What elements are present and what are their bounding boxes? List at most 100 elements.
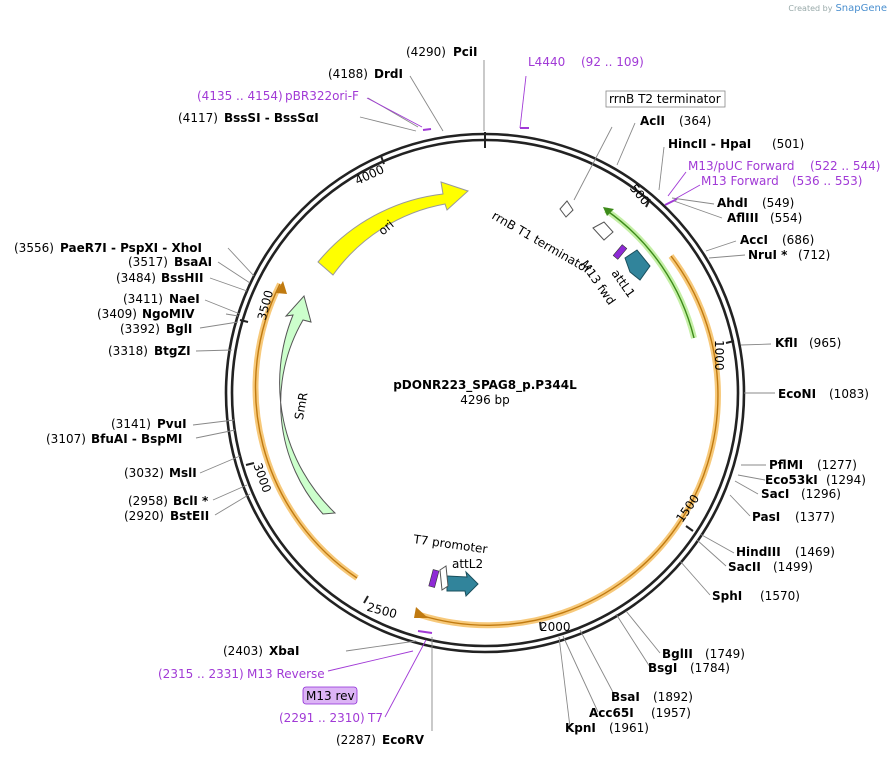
enzyme-drdi-pos: (4188): [328, 67, 368, 81]
m13-rev-feature: [428, 569, 440, 588]
enzyme-sphi-name: SphI: [712, 589, 742, 603]
enzyme-bsaai-name: BsaAI: [174, 255, 212, 269]
enzyme-sacii-name: SacII: [728, 560, 761, 574]
enzyme-bsteii-pos: (2920): [124, 509, 164, 523]
plasmid-length: 4296 bp: [460, 393, 510, 407]
smr-label: SmR: [292, 391, 311, 421]
enzyme-xbai-name: XbaI: [269, 644, 299, 658]
enzyme-labels-left: (4290)PciI (4188)DrdI (4117)BssSI - BssS…: [14, 45, 478, 747]
rrnb-t2-glyph: [559, 200, 574, 218]
enzyme-bgli-pos: (3392): [120, 322, 160, 336]
enzyme-saci-pos: (1296): [801, 487, 841, 501]
enzyme-kfli-name: KflI: [775, 336, 798, 350]
smr-feature: [279, 294, 337, 515]
enzyme-aflIII-name: AflIII: [727, 211, 759, 225]
primer-m13rev-range: (2315 .. 2331): [158, 667, 244, 681]
attl2-label: attL2: [452, 557, 483, 571]
enzyme-pflmi-pos: (1277): [817, 458, 857, 472]
enzyme-bsaai-pos: (3517): [128, 255, 168, 269]
attl1-feature: [624, 249, 651, 281]
enzyme-sacii-pos: (1499): [773, 560, 813, 574]
primer-leaders: [327, 75, 701, 718]
primer-pbr322ori-range: (4135 .. 4154): [197, 89, 283, 103]
m13-rev-box: [302, 686, 358, 705]
enzyme-msli-pos: (3032): [124, 466, 164, 480]
enzyme-aflIII-pos: (554): [770, 211, 802, 225]
enzyme-acc65i-pos: (1957): [651, 706, 691, 720]
enzyme-bsai-name: BsaI: [611, 690, 640, 704]
enzyme-bcli-name: BclI *: [173, 494, 209, 508]
enzyme-bgli-name: BglI: [166, 322, 192, 336]
enzyme-ngomiv-pos: (3409): [97, 307, 137, 321]
tick-label-1500: 1500: [673, 492, 702, 525]
primer-m13rev-name: M13 Reverse: [247, 667, 325, 681]
primer-t7-name: T7: [367, 711, 383, 725]
credit-prefix: Created by: [788, 4, 833, 13]
m13-marker-right: [664, 198, 678, 206]
enzyme-sphi-pos: (1570): [760, 589, 800, 603]
tick-label-2000: 2000: [540, 620, 571, 634]
enzyme-xbai-pos: (2403): [223, 644, 263, 658]
rrnb-t2-box: [605, 90, 726, 108]
rrnb-t1-glyph: [592, 221, 614, 241]
enzyme-acci-pos: (686): [782, 233, 814, 247]
snapgene-brand: SnapGene: [835, 3, 887, 14]
t7-promoter-label: T7 promoter: [412, 532, 489, 556]
enzyme-bsteii-name: BstEII: [170, 509, 209, 523]
enzyme-pasi-pos: (1377): [795, 510, 835, 524]
enzyme-pcii-pos: (4290): [406, 45, 446, 59]
pbr322ori-marker: [422, 128, 432, 131]
enzyme-acci-name: AccI: [740, 233, 768, 247]
enzyme-acc65i-name: Acc65I: [589, 706, 634, 720]
m13-fwd-feature: [612, 244, 628, 260]
t7-promoter-glyph: [439, 565, 449, 591]
ori-feature: [317, 181, 469, 276]
rrnb-t2-label: rrnB T2 terminator: [609, 92, 721, 106]
enzyme-drdi-name: DrdI: [374, 67, 403, 81]
insert-arc-left: [252, 282, 359, 581]
enzyme-naei-pos: (3411): [123, 292, 163, 306]
primer-t7-range: (2291 .. 2310): [279, 711, 365, 725]
enzyme-btgzi-name: BtgZI: [154, 344, 191, 358]
insert-arc-right-head: [414, 607, 428, 618]
enzyme-bsshii-pos: (3484): [116, 271, 156, 285]
enzyme-eco53ki-name: Eco53kI: [765, 473, 818, 487]
tick-label-1000: 1000: [712, 340, 726, 371]
enzyme-nrui-pos: (712): [798, 248, 830, 262]
enzyme-econi-name: EcoNI: [778, 387, 816, 401]
primer-m13puc-name: M13/pUC Forward: [688, 159, 795, 173]
enzyme-eco53ki-pos: (1294): [826, 473, 866, 487]
enzyme-btgzi-pos: (3318): [108, 344, 148, 358]
enzyme-pvui-pos: (3141): [111, 417, 151, 431]
enzyme-bsgi-name: BsgI: [648, 661, 677, 675]
primer-labels: L4440(92 .. 109) (4135 .. 4154)pBR322ori…: [158, 55, 880, 725]
enzyme-labels-right: AclI(364) HincII - HpaI(501) AhdI(549) A…: [565, 114, 869, 735]
enzyme-acli-name: AclI: [640, 114, 665, 128]
attl2-feature: [446, 570, 479, 598]
enzyme-econi-pos: (1083): [829, 387, 869, 401]
enzyme-ahdi-pos: (549): [762, 196, 794, 210]
plasmid-name: pDONR223_SPAG8_p.P344L: [393, 378, 577, 393]
enzyme-hincii-name: HincII - HpaI: [668, 137, 751, 151]
enzyme-ahdi-name: AhdI: [717, 196, 748, 210]
enzyme-pcii-name: PciI: [453, 45, 478, 59]
m13-marker-bottom: [417, 630, 433, 634]
enzyme-bfuai-name: BfuAI - BspMI: [91, 432, 182, 446]
enzyme-hincii-pos: (501): [772, 137, 804, 151]
insert-arc-left-core: [254, 283, 358, 579]
enzyme-pflmi-name: PflMI: [769, 458, 803, 472]
enzyme-kpni-pos: (1961): [609, 721, 649, 735]
scale-ticks: [239, 132, 735, 631]
primer-m13fwd-name: M13 Forward: [701, 174, 779, 188]
enzyme-paer7i-name: PaeR7I - PspXI - XhoI: [60, 241, 202, 255]
enzyme-bsssi-pos: (4117): [178, 111, 218, 125]
m13-rev-label: M13 rev: [306, 689, 355, 703]
primer-m13puc-range: (522 .. 544): [810, 159, 880, 173]
enzyme-nrui-name: NruI *: [748, 248, 788, 262]
enzyme-ecorv-name: EcoRV: [382, 733, 425, 747]
enzyme-hindiii-pos: (1469): [795, 545, 835, 559]
enzyme-paer7i-pos: (3556): [14, 241, 54, 255]
green-feature-arc-head: [603, 207, 614, 216]
green-feature-arc-core: [605, 209, 695, 339]
